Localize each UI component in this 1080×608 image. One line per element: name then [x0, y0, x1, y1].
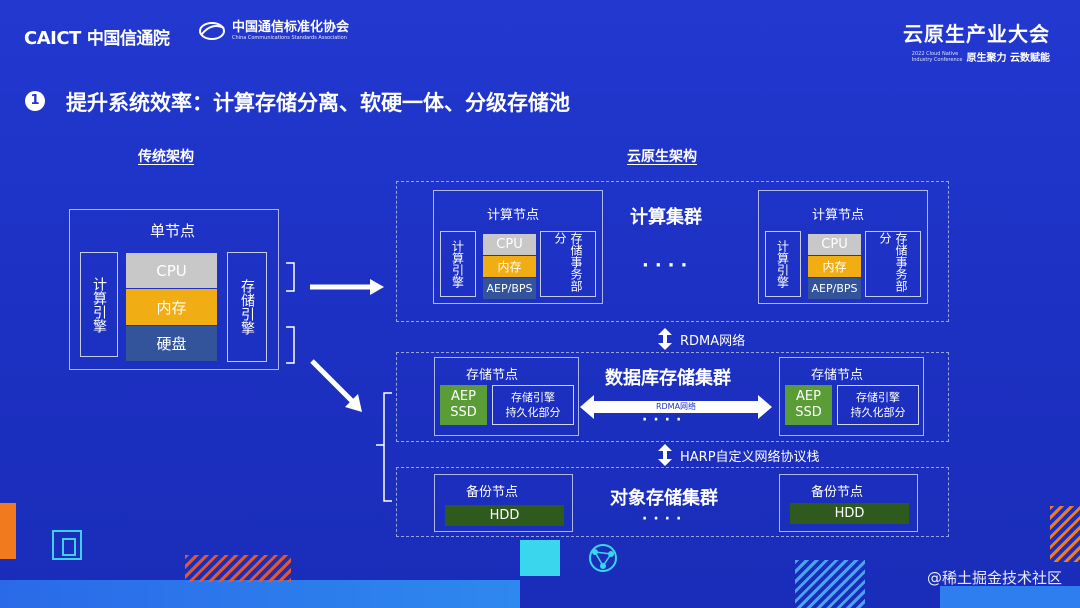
backup-node-label: 备份节点 [811, 485, 864, 500]
bracket-bottom [286, 326, 295, 364]
cpu-block: CPU [808, 234, 861, 255]
bracket-right [383, 392, 392, 502]
single-node-box [69, 209, 279, 370]
compute-cluster-title: 计算集群 [630, 207, 702, 228]
arrow-to-storage [310, 359, 354, 403]
compute-node-label: 计算节点 [812, 208, 865, 223]
ccsa-logo: 中国通信标准化协会 China Communications Standards… [198, 20, 349, 42]
rdma-double-arrow [580, 395, 772, 419]
double-arrow-icon [658, 328, 672, 350]
blue-band-right [940, 586, 1080, 608]
memory-block: 内存 [483, 256, 536, 277]
compute-cluster-box [396, 181, 949, 322]
orange-bar-decoration [0, 503, 16, 559]
object-storage-cluster-box [396, 467, 949, 537]
aep-bps-block: AEP/BPS [808, 278, 861, 299]
harp-network-link: HARP自定义网络协议栈 [657, 444, 820, 466]
object-cluster-dots: ···· [642, 511, 688, 527]
storage-node-label: 存储节点 [466, 368, 519, 383]
double-arrow-icon [658, 444, 672, 466]
slide-title: 提升系统效率：计算存储分离、软硬一体、分级存储池 [66, 91, 570, 115]
storage-engine-block: 存储引擎 [227, 252, 267, 362]
hdd-block: HDD [445, 505, 564, 526]
harp-network-label: HARP自定义网络协议栈 [680, 449, 820, 465]
network-node-icon [585, 540, 621, 576]
scan-icon [52, 530, 82, 560]
memory-block: 内存 [808, 256, 861, 277]
compute-engine-block: 计算引擎 [80, 252, 118, 357]
striped-decoration-blue [795, 560, 865, 608]
memory-block: 内存 [126, 289, 217, 325]
db-cluster-dots: ···· [642, 412, 688, 428]
blue-band-decoration [0, 580, 520, 608]
storage-node-left [434, 357, 579, 436]
backup-node-right [779, 474, 918, 532]
cpu-block: CPU [126, 253, 217, 288]
traditional-heading: 传统架构 [138, 149, 194, 165]
watermark: @稀土掘金技术社区 [926, 569, 1062, 587]
storage-transaction-block: 存储事务部分 [540, 231, 596, 297]
rdma-inline-label: RDMA网络 [655, 402, 697, 411]
ccsa-emblem-icon [199, 22, 225, 40]
striped-decoration-orange [185, 555, 291, 582]
storage-engine-persist-block: 存储引擎持久化部分 [837, 385, 919, 425]
storage-node-label: 存储节点 [811, 368, 864, 383]
cloud-heading: 云原生架构 [627, 149, 697, 165]
compute-node-label: 计算节点 [487, 208, 540, 223]
cyan-square-decoration [520, 540, 560, 576]
rdma-network-label: RDMA网络 [680, 333, 746, 349]
single-node-label: 单节点 [150, 222, 196, 240]
hdd-block: HDD [790, 503, 909, 524]
backup-node-left [434, 474, 573, 532]
db-storage-cluster-box [396, 352, 949, 442]
storage-engine-persist-block: 存储引擎持久化部分 [492, 385, 574, 425]
db-cluster-title: 数据库存储集群 [605, 368, 731, 389]
compute-node-left [433, 190, 603, 304]
striped-decoration-right [1050, 506, 1080, 562]
rdma-network-link: RDMA网络 [657, 328, 745, 350]
cpu-block: CPU [483, 234, 536, 255]
flow-arrows [286, 262, 392, 502]
compute-engine-block: 计算引擎 [440, 231, 476, 297]
compute-cluster-dots: ···· [642, 255, 694, 276]
disk-block: 硬盘 [126, 326, 217, 361]
section-number-badge: 1 [25, 91, 45, 111]
bracket-top [286, 262, 295, 292]
compute-engine-block: 计算引擎 [765, 231, 801, 297]
storage-node-right [779, 357, 924, 436]
compute-node-right [758, 190, 928, 304]
backup-node-label: 备份节点 [466, 485, 519, 500]
object-cluster-title: 对象存储集群 [610, 488, 718, 509]
storage-transaction-block: 存储事务部分 [865, 231, 921, 297]
aep-bps-block: AEP/BPS [483, 278, 536, 299]
